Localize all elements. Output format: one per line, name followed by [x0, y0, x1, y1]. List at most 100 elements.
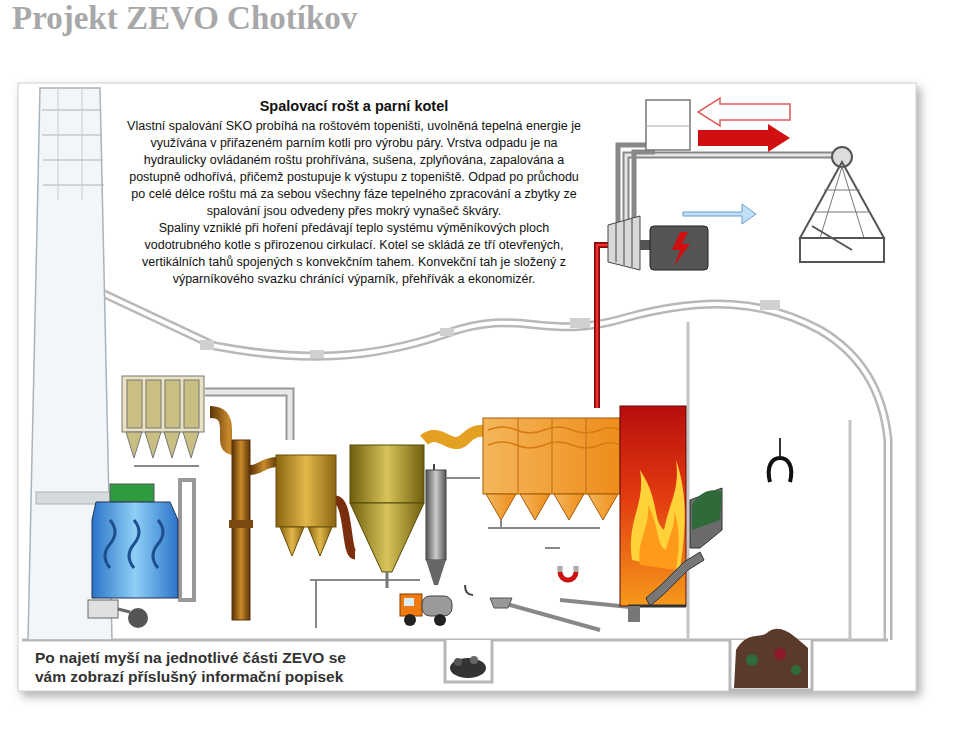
turbine-generator-part: [683, 204, 756, 224]
bag-filter: [122, 376, 290, 466]
feed-hopper-part: [690, 488, 722, 548]
furnace-part: [628, 606, 640, 622]
building-outline-part: [200, 340, 214, 350]
reactor-part: [280, 527, 304, 556]
building-outline-part: [760, 300, 780, 310]
slag-conveyors: [465, 548, 640, 630]
wet-scrubber-part: [88, 600, 118, 618]
feed-hopper-part: [692, 490, 722, 530]
turbine-generator-part: [650, 226, 708, 270]
convection-boiler-part: [518, 418, 519, 494]
waste-bunker-part: [746, 654, 758, 666]
wet-scrubber: [88, 480, 194, 628]
cyclone: [350, 430, 488, 588]
heat-exchanger-part: [698, 124, 790, 152]
crane-grab: [769, 438, 792, 482]
slag-pit-part: [454, 658, 462, 666]
reactor-part: [308, 527, 332, 556]
convection-boiler-part: [520, 494, 550, 520]
convection-boiler-part: [488, 527, 600, 529]
crane-grab-part: [779, 438, 781, 458]
slag-pit-part: [445, 640, 492, 682]
slag-pit-part: [470, 656, 478, 664]
truck-part: [404, 598, 414, 606]
flue-gas-ducts-part: [229, 520, 253, 528]
wet-scrubber-part: [118, 609, 130, 612]
chimney-part: [43, 185, 104, 186]
bag-filter-part: [134, 465, 199, 467]
building-outline-part: [440, 328, 454, 336]
turbine-generator-part: [608, 216, 640, 270]
bag-filter-part: [164, 432, 180, 458]
bag-filter-part: [127, 380, 142, 428]
bag-filter-part: [122, 376, 204, 432]
waste-bunker-part: [791, 665, 801, 675]
truck-part: [404, 614, 416, 626]
flue-gas-ducts-part: [250, 462, 278, 470]
wet-scrubber-part: [180, 480, 194, 600]
turbine-generator-part: [634, 152, 655, 222]
turbine-generator-part: [632, 219, 633, 267]
bag-filter-part: [126, 432, 142, 458]
convection-boiler-part: [500, 520, 502, 528]
truck-part: [400, 594, 422, 616]
furnace: [620, 406, 704, 622]
residue-silo-part: [426, 470, 446, 560]
flue-gas-ducts: [210, 412, 355, 620]
truck-part: [422, 596, 452, 616]
turbine-generator-part: [640, 240, 650, 250]
convection-boiler-part: [486, 494, 516, 520]
wet-scrubber-part: [105, 520, 163, 568]
bag-filter-part: [145, 432, 161, 458]
air-cooled-condenser-part: [800, 238, 884, 262]
turbine-generator-part: [672, 232, 690, 266]
panel: [18, 83, 916, 691]
info-paragraph: Spaliny vzniklé při hoření předávají tep…: [124, 220, 584, 288]
chimney-part: [43, 160, 103, 161]
truck-part: [434, 614, 446, 626]
air-cooled-condenser-part: [812, 226, 852, 250]
furnace-part: [639, 505, 679, 570]
residue-silo-part: [446, 477, 480, 479]
building-outline-part: [100, 292, 888, 640]
building-outline: [22, 292, 888, 640]
slag-pit: [445, 640, 492, 682]
residue-silo-part: [426, 560, 446, 585]
building-outline-part: [100, 292, 888, 640]
convection-boiler-part: [586, 418, 587, 494]
heat-exchanger-part: [698, 98, 790, 126]
heat-exchanger-part: [646, 100, 690, 150]
bag-filter-part: [165, 380, 180, 428]
building-outline-part: [570, 318, 590, 328]
building-outline-part: [310, 350, 324, 358]
convection-boiler-part: [483, 418, 620, 494]
chimney-part: [58, 88, 59, 200]
residue-silo: [426, 464, 480, 585]
reactor-part: [310, 579, 420, 581]
cyclone-part: [386, 572, 389, 588]
panel-part: [18, 83, 916, 691]
hover-hint-note: Po najetí myší na jednotlivé části ZEVO …: [35, 648, 365, 686]
convection-boiler-part: [488, 427, 620, 448]
chimney-part: [42, 110, 101, 111]
slag-conveyors-part: [490, 598, 512, 608]
heat-exchanger-part: [646, 126, 690, 127]
convection-boiler-part: [552, 418, 553, 494]
cyclone-part: [350, 445, 424, 503]
cyclone-part: [350, 503, 424, 572]
info-paragraph: Vlastní spalování SKO probíhá na roštové…: [124, 118, 584, 220]
steam-pipe-part: [597, 245, 612, 408]
air-cooled-condenser: [800, 147, 884, 262]
wet-scrubber-part: [92, 502, 178, 598]
truck: [400, 594, 452, 626]
slag-conveyors-part: [545, 547, 560, 549]
slag-conveyors-part: [465, 585, 473, 595]
air-cooled-condenser-part: [820, 167, 842, 238]
bag-filter-part: [184, 380, 199, 428]
slag-conveyors-part: [574, 566, 579, 572]
reactor-part: [315, 580, 317, 628]
waste-bunker-part: [734, 629, 808, 688]
slag-pit-part: [450, 658, 486, 678]
slag-conveyors-part: [558, 566, 563, 572]
turbine-generator-part: [618, 145, 648, 222]
